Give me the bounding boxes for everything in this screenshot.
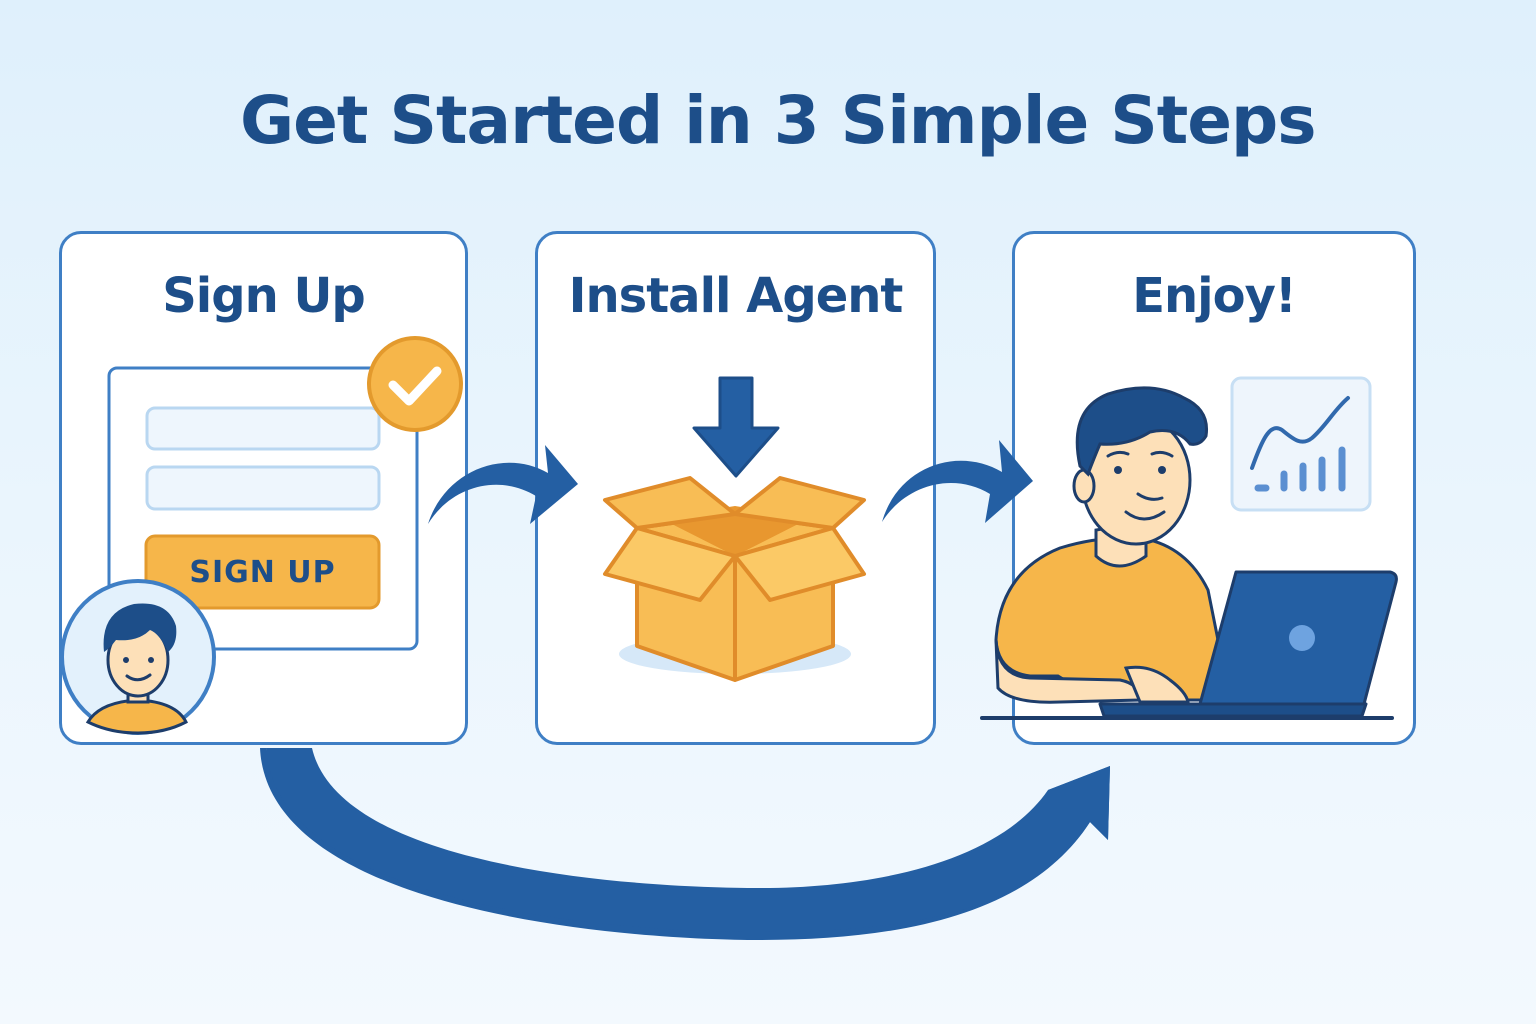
step-card-install-agent: Install Agent	[535, 231, 936, 745]
step-title-enjoy: Enjoy!	[1132, 268, 1297, 324]
username-field[interactable]	[145, 406, 381, 451]
step-title-install-agent: Install Agent	[568, 268, 904, 324]
arrow-step1-to-step3	[260, 748, 1110, 940]
password-field[interactable]	[145, 465, 381, 511]
signup-form	[107, 366, 419, 651]
sign-up-button[interactable]	[144, 534, 381, 610]
page-title: Get Started in 3 Simple Steps	[240, 82, 1317, 159]
step-title-sign-up: Sign Up	[162, 268, 366, 324]
step-card-enjoy: Enjoy!	[1012, 231, 1416, 745]
